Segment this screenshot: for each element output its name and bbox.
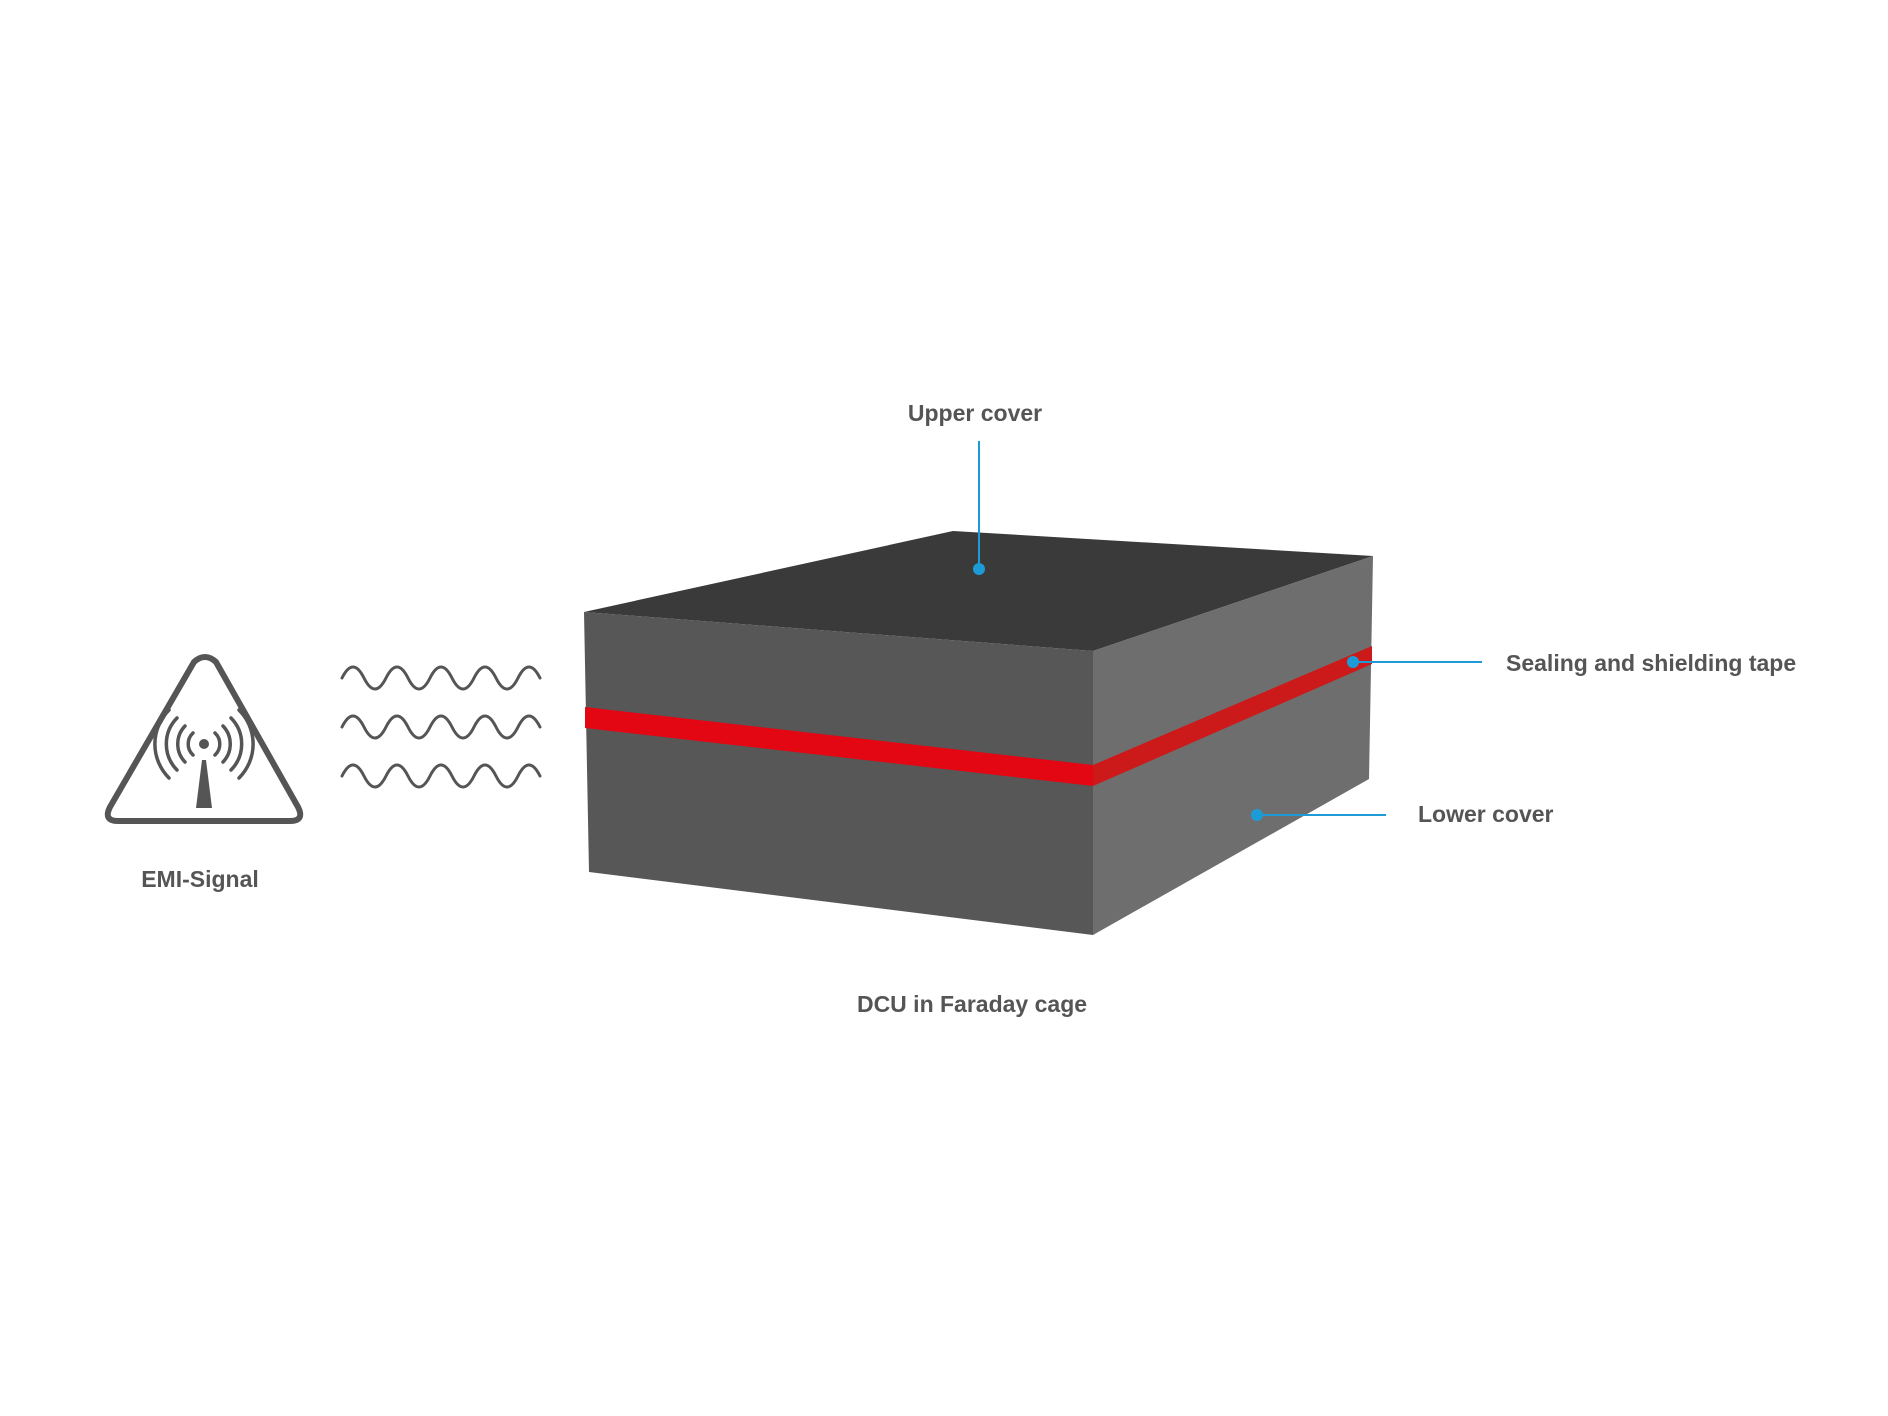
box-side-face [1093, 556, 1373, 935]
wave-lines-icon [340, 665, 542, 789]
emi-warning-icon [104, 654, 304, 824]
emi-signal-label: EMI-Signal [141, 866, 259, 892]
radio-tower-icon [196, 760, 212, 808]
sealing-tape-side [1093, 646, 1372, 786]
sealing-tape-label: Sealing and shielding tape [1506, 650, 1796, 676]
sealing-tape-front [585, 707, 1093, 786]
dcu-box [584, 531, 1373, 935]
sealing-tape-marker [1347, 656, 1359, 668]
dcu-label: DCU in Faraday cage [857, 991, 1087, 1017]
upper-cover-marker [973, 563, 985, 575]
leader-lines [973, 441, 1482, 821]
lower-cover-marker [1251, 809, 1263, 821]
lower-cover-label: Lower cover [1418, 801, 1554, 827]
box-front-face [584, 612, 1093, 935]
upper-cover-top-face [584, 531, 1373, 651]
upper-cover-label: Upper cover [908, 400, 1042, 426]
